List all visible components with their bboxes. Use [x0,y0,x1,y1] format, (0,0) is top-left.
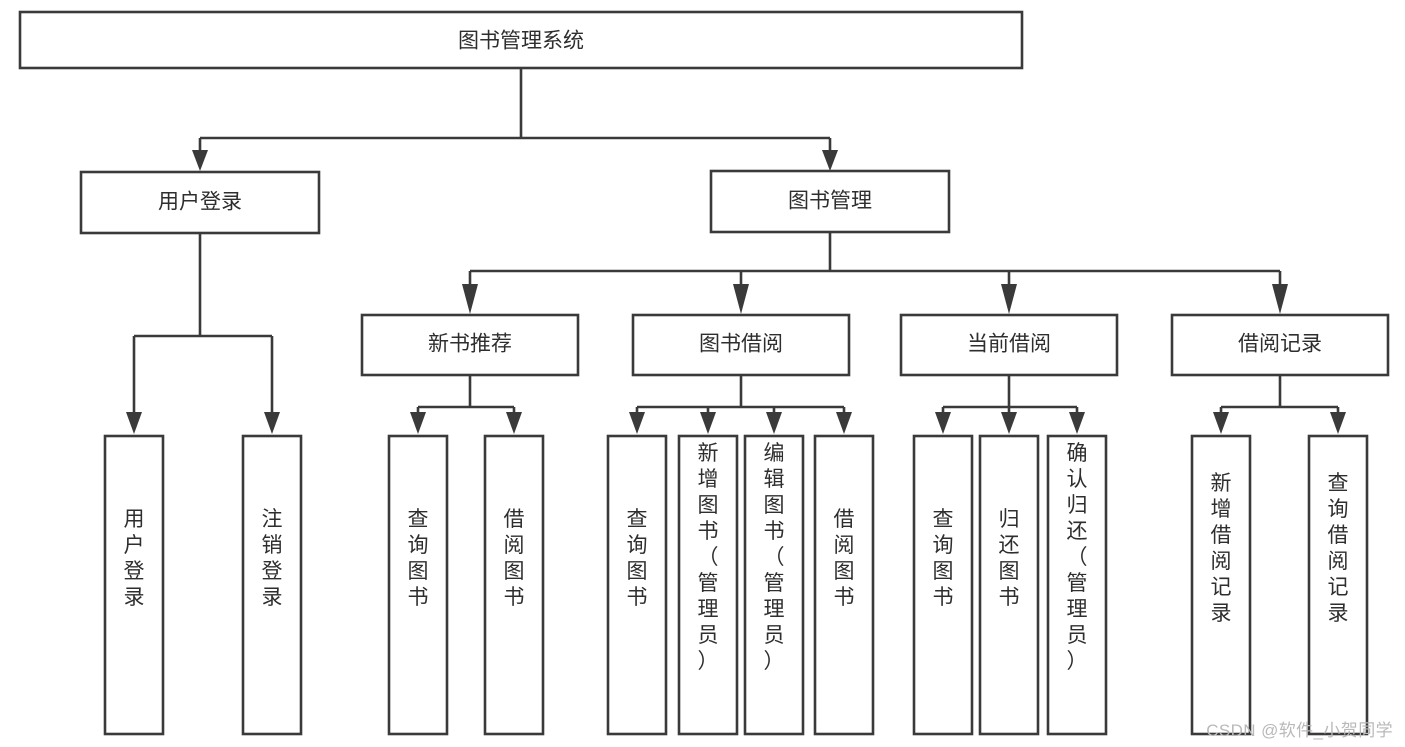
node-leaf-12-box[interactable] [1190,434,1252,736]
node-leaf-3-label: 查询图书 [408,508,429,609]
node-leaf-10-label: 归还图书 [999,508,1020,609]
node-leaf-3[interactable]: 查询图书 [387,434,449,736]
node-leaf-12-label: 新增借阅记录 [1211,472,1232,625]
edge-bookmgmt-to-level3 [462,232,1288,314]
node-leaf-13[interactable]: 查询借阅记录 [1307,434,1369,736]
node-newbook-label: 新书推荐 [428,333,512,356]
node-borrow-box[interactable] [631,313,851,377]
edge-borrow-to-leaves [629,375,852,434]
node-record-label: 借阅记录 [1238,333,1322,356]
node-leaf-8[interactable]: 借阅图书 [813,434,875,736]
node-leaf-5-box[interactable] [606,434,668,736]
node-bookmgmt-box[interactable] [709,169,951,234]
node-leaf-8-box[interactable] [813,434,875,736]
node-leaf-3-box[interactable] [387,434,449,736]
node-leaf-11[interactable]: 确认归还（管理员） [1046,434,1108,736]
node-leaf-6-box[interactable] [677,434,739,736]
node-root-box[interactable] [18,10,1024,70]
node-leaf-11-label: 确认归还（管理员） [1067,442,1088,673]
node-leaf-7[interactable]: 编辑图书（管理员） [743,434,805,736]
node-leaf-7-label: 编辑图书（管理员） [764,442,785,673]
node-current[interactable]: 当前借阅 [899,313,1119,377]
node-leaf-5[interactable]: 查询图书 [606,434,668,736]
edge-login-to-leaves [126,233,280,434]
node-leaf-6[interactable]: 新增图书（管理员） [677,434,739,736]
node-leaf-1[interactable]: 用户登录 [103,434,165,736]
node-leaf-2-label: 注销登录 [262,508,283,609]
node-login-label: 用户登录 [158,191,242,214]
node-borrow-label: 图书借阅 [699,333,783,356]
node-root[interactable]: 图书管理系统 [18,10,1024,70]
node-leaf-4-label: 借阅图书 [504,508,525,609]
node-leaf-2[interactable]: 注销登录 [241,434,303,736]
node-current-box[interactable] [899,313,1119,377]
node-leaf-8-label: 借阅图书 [834,508,855,609]
node-borrow[interactable]: 图书借阅 [631,313,851,377]
node-leaf-4-box[interactable] [483,434,545,736]
leaf-nodes-layer: 用户登录 注销登录 查询图书 借阅图书 查询图书 新增图书（管理员） [103,434,1369,736]
edge-newbook-to-leaves [410,375,522,434]
node-leaf-11-box[interactable] [1046,434,1108,736]
node-leaf-4[interactable]: 借阅图书 [483,434,545,736]
node-leaf-5-label: 查询图书 [627,508,648,609]
node-login[interactable]: 用户登录 [79,170,321,235]
node-leaf-13-box[interactable] [1307,434,1369,736]
node-login-box[interactable] [79,170,321,235]
node-bookmgmt[interactable]: 图书管理 [709,169,951,234]
node-newbook[interactable]: 新书推荐 [360,313,580,377]
node-leaf-9[interactable]: 查询图书 [912,434,974,736]
edge-record-to-leaves [1213,375,1346,434]
node-newbook-box[interactable] [360,313,580,377]
connectors-layer [126,69,1346,434]
node-leaf-12[interactable]: 新增借阅记录 [1190,434,1252,736]
node-leaf-2-box[interactable] [241,434,303,736]
node-record[interactable]: 借阅记录 [1170,313,1390,377]
node-leaf-1-box[interactable] [103,434,165,736]
node-leaf-10-box[interactable] [978,434,1040,736]
node-current-label: 当前借阅 [967,333,1051,356]
node-root-label: 图书管理系统 [458,30,584,53]
edge-current-to-leaves [935,375,1085,434]
node-leaf-10[interactable]: 归还图书 [978,434,1040,736]
node-leaf-1-label: 用户登录 [124,508,145,609]
node-leaf-7-box[interactable] [743,434,805,736]
edge-root-to-level2 [192,69,838,171]
node-leaf-13-label: 查询借阅记录 [1328,472,1349,625]
node-record-box[interactable] [1170,313,1390,377]
node-bookmgmt-label: 图书管理 [788,190,872,213]
node-leaf-6-label: 新增图书（管理员） [698,442,719,673]
node-leaf-9-label: 查询图书 [933,508,954,609]
node-leaf-9-box[interactable] [912,434,974,736]
